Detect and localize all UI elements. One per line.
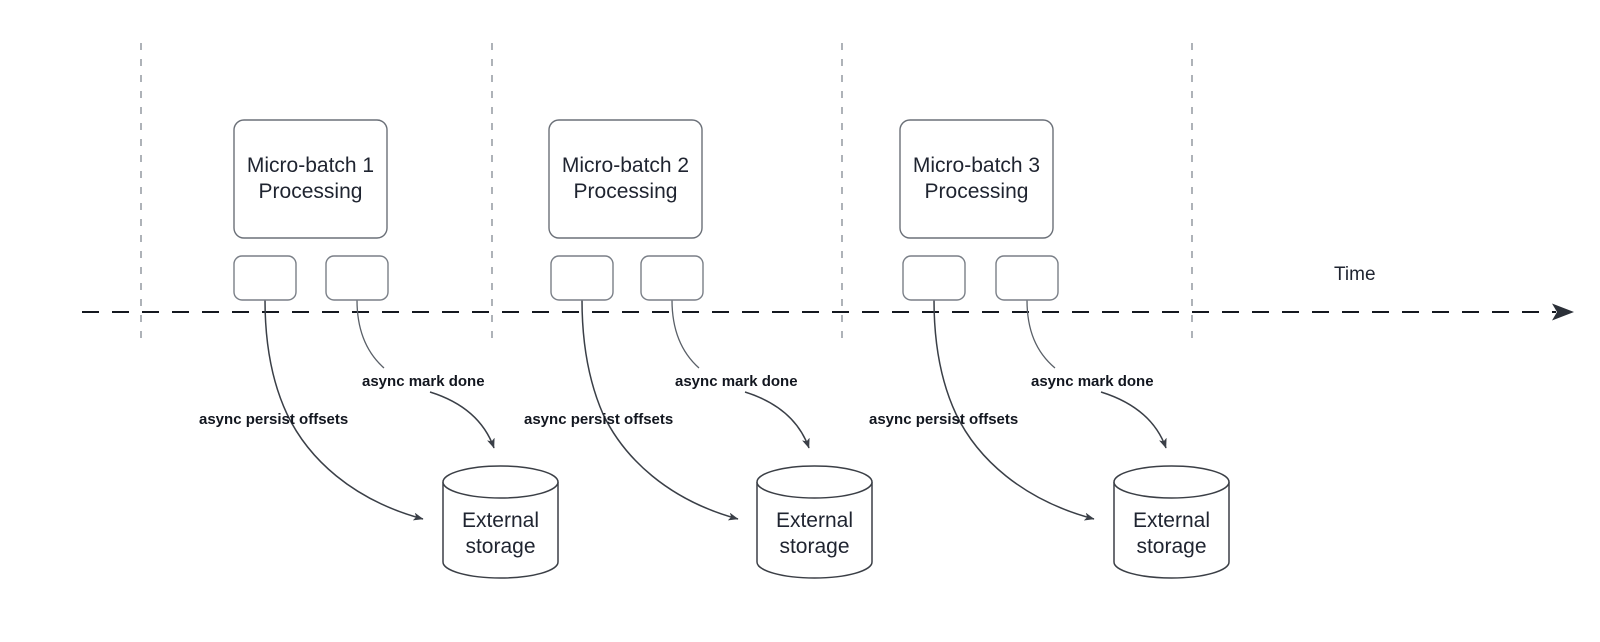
- flow-mark-done-2-lower: [744, 391, 810, 449]
- time-axis: Time: [82, 264, 1574, 321]
- edge-labels-2: async mark done async persist offsets: [524, 373, 798, 428]
- timeline-arrow-icon: [1552, 303, 1574, 321]
- tick-guides: [140, 43, 1193, 340]
- external-storage-2-label-line2: storage: [779, 535, 849, 558]
- edge-label-async-persist-offsets-2: async persist offsets: [524, 411, 673, 428]
- micro-batch-1-label-line1: Micro-batch 1: [247, 154, 374, 177]
- flow-mark-done-1-upper: [356, 299, 385, 369]
- micro-batch-2-mini-box-mark[interactable]: [640, 255, 704, 301]
- micro-batch-2-mini-box-persist[interactable]: [550, 255, 614, 301]
- external-storage-1-body[interactable]: [442, 482, 559, 579]
- flow-persist-offsets-3: [933, 299, 1095, 521]
- external-storage-3-top[interactable]: [1113, 465, 1230, 499]
- external-storage-3[interactable]: External storage: [1113, 465, 1230, 579]
- external-storage-2-body[interactable]: [756, 482, 873, 579]
- edge-label-async-persist-offsets-1: async persist offsets: [199, 411, 348, 428]
- micro-batch-1-mini-box-persist[interactable]: [233, 255, 297, 301]
- micro-batch-3-label-line2: Processing: [925, 180, 1029, 203]
- micro-batch-2-box[interactable]: Micro-batch 2 Processing: [548, 119, 703, 239]
- flow-mark-done-1-lower: [429, 391, 495, 449]
- time-axis-label: Time: [1334, 264, 1376, 285]
- external-storage-1-label-line1: External: [462, 509, 539, 532]
- batch-group-3: Micro-batch 3 Processing External storag…: [869, 119, 1230, 579]
- micro-batch-2-label-line1: Micro-batch 2: [562, 154, 689, 177]
- flow-persist-offsets-1: [264, 299, 424, 521]
- micro-batch-1-label-line2: Processing: [259, 180, 363, 203]
- external-storage-3-label-line1: External: [1133, 509, 1210, 532]
- micro-batch-1-rect[interactable]: [233, 119, 388, 239]
- external-storage-1[interactable]: External storage: [442, 465, 559, 579]
- flow-mark-done-3-lower: [1100, 391, 1167, 449]
- micro-batch-3-mini-box-persist[interactable]: [902, 255, 966, 301]
- micro-batch-3-label-line1: Micro-batch 3: [913, 154, 1040, 177]
- micro-batch-3-box[interactable]: Micro-batch 3 Processing: [899, 119, 1054, 239]
- micro-batch-3-mini-box-mark[interactable]: [995, 255, 1059, 301]
- external-storage-3-label-line2: storage: [1136, 535, 1206, 558]
- edge-label-async-mark-done-1: async mark done: [362, 373, 485, 390]
- flow-persist-offsets-2: [581, 299, 739, 521]
- edge-label-async-mark-done-3: async mark done: [1031, 373, 1154, 390]
- micro-batch-1-box[interactable]: Micro-batch 1 Processing: [233, 119, 388, 239]
- external-storage-3-body[interactable]: [1113, 482, 1230, 579]
- external-storage-2[interactable]: External storage: [756, 465, 873, 579]
- batch-group-2: Micro-batch 2 Processing External storag…: [524, 119, 873, 579]
- edge-labels-1: async mark done async persist offsets: [199, 373, 485, 428]
- flow-mark-done-2-upper: [671, 299, 700, 369]
- micro-batch-2-rect[interactable]: [548, 119, 703, 239]
- flow-mark-done-3-upper: [1026, 299, 1056, 369]
- external-storage-1-label-line2: storage: [465, 535, 535, 558]
- micro-batch-1-mini-box-mark[interactable]: [325, 255, 389, 301]
- external-storage-2-top[interactable]: [756, 465, 873, 499]
- edge-label-async-mark-done-2: async mark done: [675, 373, 798, 390]
- micro-batch-2-label-line2: Processing: [574, 180, 678, 203]
- external-storage-2-label-line1: External: [776, 509, 853, 532]
- external-storage-1-top[interactable]: [442, 465, 559, 499]
- edge-label-async-persist-offsets-3: async persist offsets: [869, 411, 1018, 428]
- edge-labels-3: async mark done async persist offsets: [869, 373, 1154, 428]
- batch-group-1: Micro-batch 1 Processing External storag…: [199, 119, 559, 579]
- micro-batch-3-rect[interactable]: [899, 119, 1054, 239]
